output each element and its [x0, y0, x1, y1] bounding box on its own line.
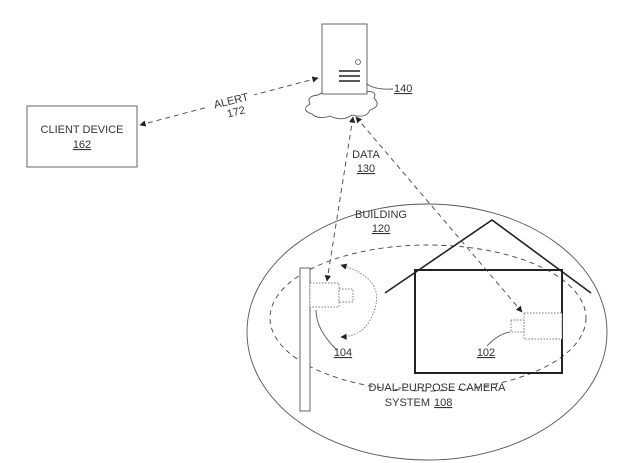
data-arrow-indoor — [355, 116, 523, 313]
data-ref: 130 — [357, 163, 375, 175]
leader-140 — [366, 83, 394, 90]
camera-system-label-line2: SYSTEM — [385, 397, 430, 409]
outdoor-camera — [309, 282, 354, 308]
camera-system-label: DUAL-PURPOSE CAMERA — [369, 382, 507, 394]
client-device-ref: 162 — [73, 139, 91, 151]
building-label: BUILDING — [355, 209, 407, 221]
camera-system-ref: 108 — [434, 397, 452, 409]
leader-104 — [315, 309, 338, 351]
client-device-box — [26, 105, 138, 168]
indoor-camera-ref: 102 — [477, 347, 495, 359]
data-arrow-outdoor — [324, 116, 356, 282]
indoor-camera — [510, 312, 563, 340]
outdoor-camera-ref: 104 — [334, 347, 352, 359]
pan-rotation-arrow — [340, 263, 378, 340]
data-label: DATA — [352, 149, 380, 161]
mounting-pole — [299, 267, 311, 412]
server-ref: 140 — [394, 83, 412, 95]
alert-ref: 172 — [226, 104, 247, 120]
client-device-label: CLIENT DEVICE — [41, 124, 124, 136]
cloud-icon — [305, 89, 378, 120]
leader-102 — [486, 331, 511, 347]
building-ref: 120 — [372, 223, 390, 235]
server-icon — [321, 23, 368, 95]
